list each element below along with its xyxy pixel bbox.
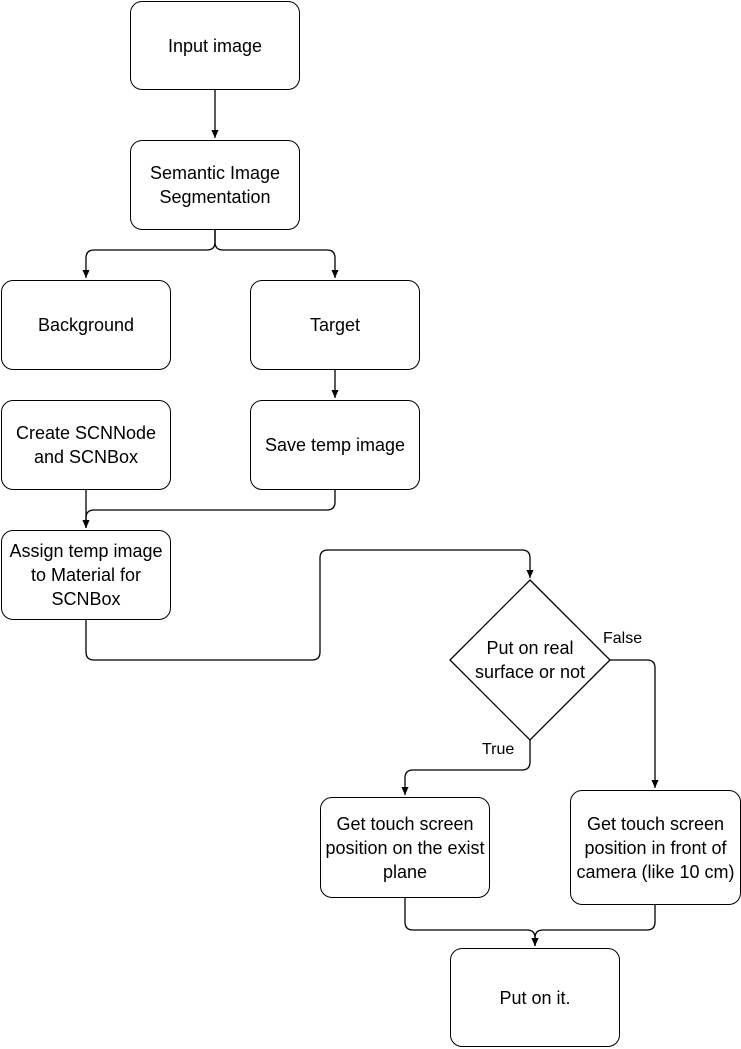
target-node: Target [250, 280, 420, 370]
target-label: Target [309, 315, 361, 335]
background-label: Background [37, 315, 135, 335]
decision-label-box: Put on real surface or not [462, 630, 598, 690]
create-scnnode-label: Create SCNNode and SCNBox [15, 423, 157, 467]
put-on-it-node: Put on it. [450, 948, 620, 1047]
input-image-node: Input image [130, 1, 300, 90]
save-temp-image-label: Save temp image [264, 435, 406, 455]
edge-segmentation-to-target [214, 230, 339, 278]
edge-save-to-assign [82, 490, 336, 528]
input-image-label: Input image [167, 35, 263, 56]
assign-temp-image-label: Assign temp image to Material for SCNBox [9, 541, 163, 609]
save-temp-image-node: Save temp image [250, 400, 420, 490]
edge-camera-to-put [531, 905, 656, 946]
touch-front-camera-node: Get touch screen position in front of ca… [570, 790, 741, 905]
assign-temp-image-node: Assign temp image to Material for SCNBox [1, 530, 171, 620]
edge-decision-true [401, 740, 531, 795]
semantic-segmentation-node: Semantic Image Segmentation [130, 140, 300, 230]
background-node: Background [1, 280, 171, 370]
decision-label: Put on real surface or not [474, 638, 586, 682]
false-edge-label: False [601, 630, 645, 648]
put-on-it-label: Put on it. [499, 987, 571, 1008]
edge-decision-false [610, 659, 659, 788]
semantic-segmentation-label: Semantic Image Segmentation [149, 163, 281, 207]
decision-diamond [449, 579, 611, 741]
true-edge-label: True [480, 741, 517, 759]
edge-plane-to-put [404, 898, 539, 946]
create-scnnode-node: Create SCNNode and SCNBox [1, 400, 171, 490]
touch-existing-plane-label: Get touch screen position on the exist p… [325, 813, 485, 882]
touch-existing-plane-node: Get touch screen position on the exist p… [320, 797, 490, 898]
touch-front-camera-label: Get touch screen position in front of ca… [576, 813, 735, 882]
edge-segmentation-to-background [82, 230, 216, 278]
edge-assign-to-decision [85, 549, 534, 661]
